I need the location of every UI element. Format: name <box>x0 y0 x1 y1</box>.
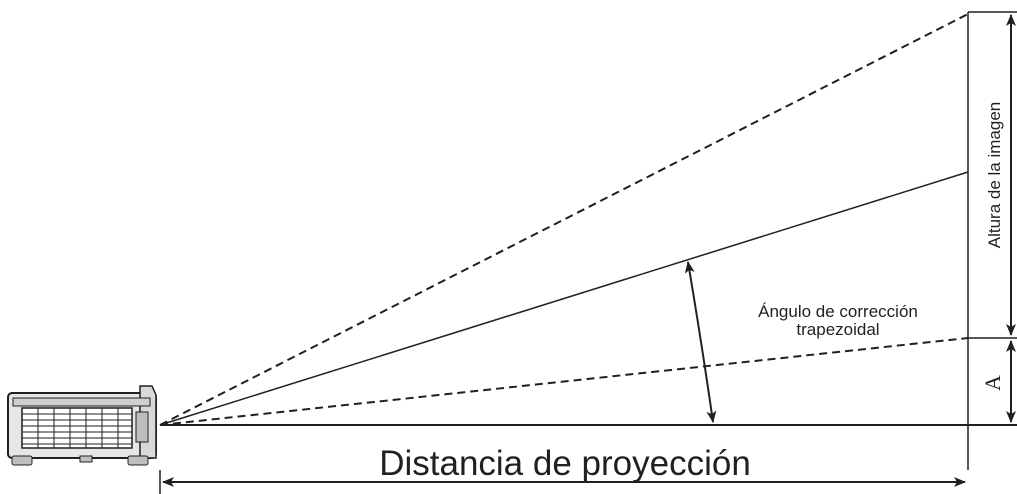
projector-icon <box>7 385 157 466</box>
top-projection-ray <box>159 13 969 426</box>
bottom-projection-ray <box>159 337 969 426</box>
center-projection-ray <box>159 171 969 426</box>
keystone-angle-label-line2: trapezoidal <box>796 320 879 339</box>
offset-label: A <box>980 375 1005 391</box>
image-height-label: Altura de la imagen <box>985 102 1004 248</box>
keystone-angle-label-line1: Ángulo de corrección <box>758 302 918 321</box>
distance-label: Distancia de proyección <box>379 444 751 483</box>
keystone-angle-arc <box>684 261 717 423</box>
